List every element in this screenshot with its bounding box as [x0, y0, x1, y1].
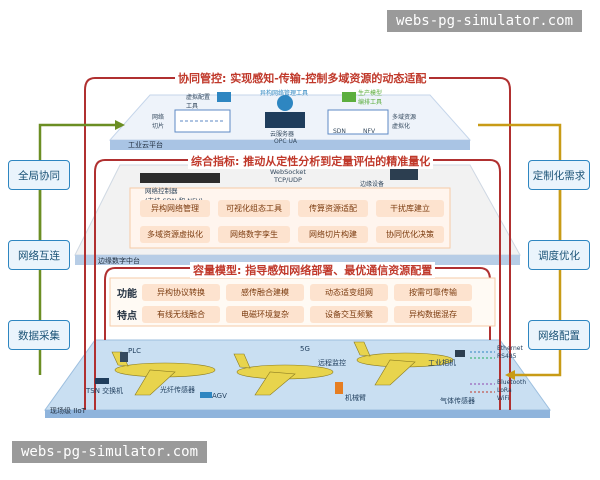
- bottom-red-loop: [104, 267, 300, 340]
- middle-item-6: 网络数字孪生: [218, 226, 290, 243]
- scene-label-robot: 机械臂: [345, 394, 366, 402]
- global-coordination-box: 全局协同: [8, 160, 70, 190]
- virtualization-label: 多域资源 虚拟化: [392, 114, 417, 130]
- iiot-platform-label: 现场级 IIoT: [50, 407, 86, 415]
- virtual-config-label: 虚拟配置 工具: [186, 94, 211, 110]
- tsn-switch-icon: [95, 378, 109, 384]
- function-item-4: 按需可靠传输: [394, 284, 472, 301]
- scene-label-tsn: TSN 交换机: [86, 387, 124, 395]
- cloud-server-box: [265, 112, 305, 128]
- middle-item-2: 可视化组态工具: [218, 200, 290, 217]
- feature-item-1: 有线无线融合: [142, 306, 220, 323]
- cloud-server-label: 云服务器: [270, 131, 295, 138]
- top-layer-title: 协同管控: 实现感知-传输-控制多域资源的动态适配: [175, 70, 430, 86]
- middle-item-8: 协同优化决策: [376, 226, 444, 243]
- cloud-server-icon: [277, 95, 293, 111]
- middle-item-3: 传算资源适配: [298, 200, 368, 217]
- network-config-box: 网络配置: [528, 320, 590, 350]
- top-red-loop: [84, 77, 300, 410]
- hetero-mgmt-label: 异构网络管理工具: [260, 90, 309, 97]
- scene-label-bluetooth: Bluetooth: [497, 379, 527, 386]
- robot-arm-icon: [335, 382, 343, 394]
- nfv-label: NFV: [363, 128, 376, 135]
- function-item-1: 异构协议转换: [142, 284, 220, 301]
- bottom-layer-title: 容量模型: 指导感知网络部署、最优通信资源配置: [190, 262, 436, 278]
- scheduling-optimization-box: 调度优化: [528, 240, 590, 270]
- edge-platform-label: 边缘数字中台: [98, 257, 140, 265]
- middle-item-4: 干扰库建立: [376, 200, 444, 217]
- scene-label-rs485: RS485: [497, 353, 517, 360]
- airplane-middle: [233, 353, 334, 396]
- scene-label-fiber: 光纤传感器: [160, 386, 195, 394]
- middle-red-loop-right: [300, 159, 501, 410]
- left-green-arrowhead: [115, 120, 125, 130]
- opc-label: OPC UA: [274, 138, 297, 145]
- feature-item-3: 设备交互频繁: [310, 306, 388, 323]
- middle-item-5: 多域资源虚拟化: [140, 226, 210, 243]
- feature-item-4: 异构数据混存: [394, 306, 472, 323]
- scene-label-gas: 气体传感器: [440, 397, 475, 405]
- edge-device-label: 边缘设备: [360, 181, 385, 188]
- feature-row-label: 特点: [117, 311, 137, 322]
- network-controller-icon: [140, 173, 220, 183]
- slicing-label: 网络 切片: [152, 114, 165, 130]
- agv-icon: [200, 392, 212, 398]
- scene-label-camera: 工业相机: [428, 359, 456, 367]
- middle-layer-title: 综合指标: 推动从定性分析到定量评估的精准量化: [188, 153, 434, 169]
- function-row-label: 功能: [117, 289, 137, 300]
- camera-icon: [455, 350, 465, 357]
- production-model-label: 生产模型 编排工具: [358, 90, 383, 106]
- scene-label-wifi: WiFi: [497, 395, 510, 402]
- left-green-arrow: [38, 123, 115, 375]
- function-item-3: 动态适变组网: [310, 284, 388, 301]
- scene-label-5g: 5G: [300, 345, 310, 353]
- sdn-label: SDN: [333, 128, 346, 135]
- scene-label-plc: PLC: [128, 347, 142, 355]
- data-collection-box: 数据采集: [8, 320, 70, 350]
- production-tool-icon: [342, 92, 356, 102]
- middle-red-loop: [94, 159, 300, 410]
- function-item-2: 感传融合建模: [226, 284, 304, 301]
- plc-icon: [120, 352, 128, 362]
- feature-item-2: 电磁环境复杂: [226, 306, 304, 323]
- protocols-label: WebSocket TCP/UDP: [270, 168, 306, 184]
- middle-item-1: 异构网络管理: [140, 200, 210, 217]
- top-red-loop-right: [300, 77, 511, 410]
- watermark-bottom: webs-pg-simulator.com: [12, 441, 208, 463]
- iiot-platform-front: [45, 410, 550, 418]
- right-gold-arrowhead: [505, 370, 515, 380]
- middle-item-7: 网络切片构建: [298, 226, 368, 243]
- vconfig-tool-icon: [217, 92, 231, 102]
- cloud-platform-label: 工业云平台: [128, 141, 163, 149]
- scene-label-agv: AGV: [212, 392, 227, 400]
- airplane-right: [353, 341, 454, 386]
- cloud-platform-front: [110, 140, 470, 150]
- scene-label-remote: 远程监控: [318, 359, 346, 367]
- custom-demand-box: 定制化需求: [528, 160, 590, 190]
- network-interconnect-box: 网络互连: [8, 240, 70, 270]
- scene-label-ethernet: Ethernet: [497, 345, 523, 352]
- watermark-top: webs-pg-simulator.com: [387, 10, 583, 32]
- sdn-nfv-box: [327, 109, 389, 135]
- scene-label-lora: LoRa: [497, 387, 512, 394]
